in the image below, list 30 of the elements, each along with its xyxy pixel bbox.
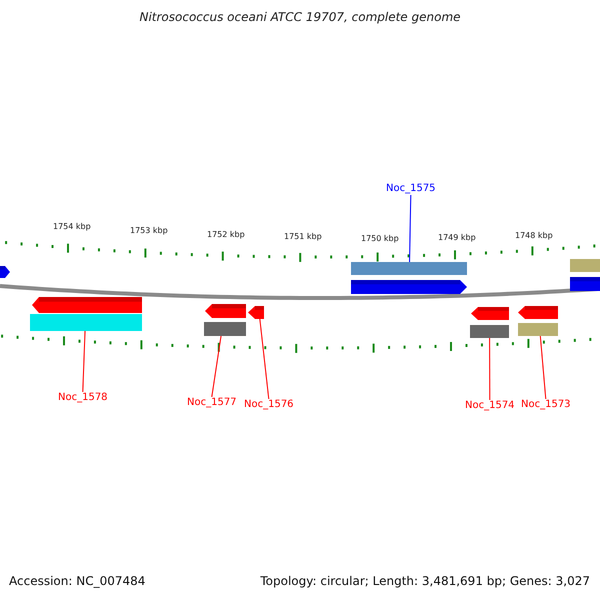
- leader-line: [82, 330, 86, 392]
- leader-line: [259, 318, 270, 400]
- genome-info-text: Topology: circular; Length: 3,481,691 bp; Genes: 3,027: [260, 574, 590, 588]
- scale-label: 1752 kbp: [207, 230, 245, 239]
- scale-label: 1748 kbp: [515, 231, 553, 240]
- gene-feature-drawing: [351, 262, 467, 294]
- gene-label: Noc_1573: [521, 399, 571, 411]
- gene-feature-drawing: [30, 297, 142, 331]
- gene-feature-drawing: [204, 304, 246, 336]
- gene-feature-drawing: [570, 259, 600, 291]
- leader-line: [489, 338, 490, 400]
- gene-label: Noc_1574: [465, 400, 515, 412]
- gene-label: Noc_1578: [58, 392, 108, 404]
- gene-feature-drawing: [0, 266, 10, 278]
- leader-line: [409, 194, 412, 262]
- leader-line: [540, 336, 546, 400]
- gene-feature-drawing: [518, 306, 558, 336]
- scale-label: 1754 kbp: [53, 222, 91, 231]
- scale-label: 1753 kbp: [130, 226, 168, 235]
- gene-feature-drawing: [248, 306, 264, 319]
- gene-label: Noc_1575: [386, 183, 436, 195]
- scale-label: 1750 kbp: [361, 234, 399, 243]
- scale-label: 1751 kbp: [284, 232, 322, 241]
- gene-feature-drawing: [470, 307, 509, 338]
- gene-label: Noc_1576: [244, 399, 294, 411]
- scale-label: 1749 kbp: [438, 233, 476, 242]
- leader-line: [211, 336, 222, 398]
- accession-text: Accession: NC_007484: [9, 574, 146, 588]
- title: Nitrosococcus oceani ATCC 19707, complete genome: [138, 10, 462, 24]
- gene-label: Noc_1577: [187, 397, 237, 409]
